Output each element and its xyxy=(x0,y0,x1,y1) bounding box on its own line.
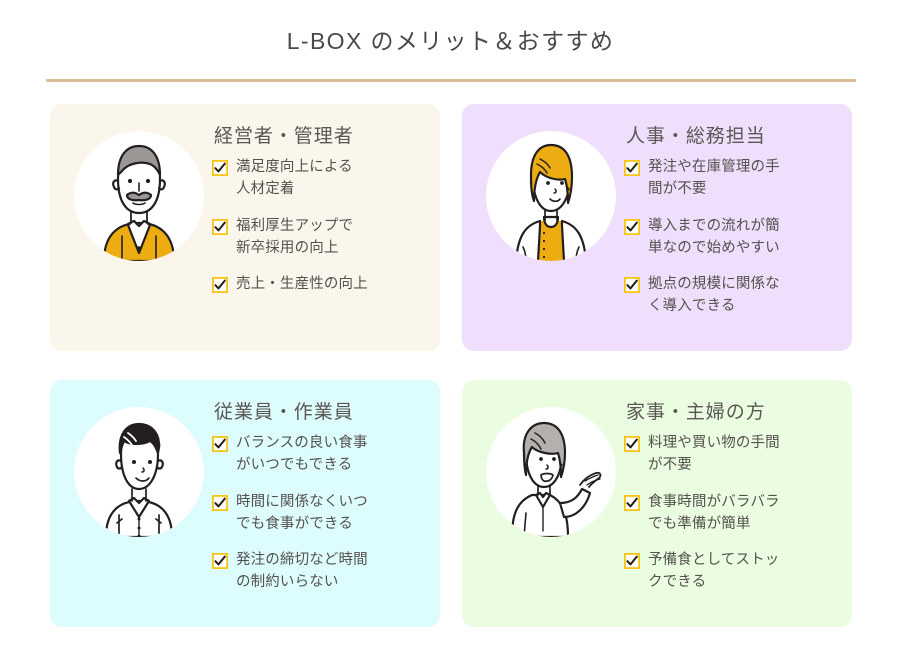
benefit-text: 福利厚生アップで 新卒採用の向上 xyxy=(236,217,354,256)
check-box-icon xyxy=(212,494,228,511)
benefit-list-item: 時間に関係なくいつ でも食事ができる xyxy=(212,492,426,536)
benefit-list-item: 満足度向上による 人材定着 xyxy=(212,157,426,201)
benefit-list: 満足度向上による 人材定着 福利厚生アップで 新卒採用の向上 xyxy=(212,157,426,296)
card-heading: 経営者・管理者 xyxy=(214,125,354,147)
benefit-list-item: 発注の締切など時間 の制約いらない xyxy=(212,550,426,594)
check-box-icon xyxy=(212,218,228,235)
benefit-list-item: 料理や買い物の手間 が不要 xyxy=(624,433,838,477)
card-heading: 従業員・作業員 xyxy=(214,401,354,423)
benefit-list-item: 導入までの流れが簡 単なので始めやすい xyxy=(624,216,838,260)
check-box-icon xyxy=(212,553,228,570)
avatar-young-man xyxy=(74,406,204,537)
page-title: L-BOX のメリット＆おすすめ xyxy=(286,28,615,54)
benefit-card-homemaker: 家事・主婦の方 料理や買い物の手間 が不要 xyxy=(462,379,852,627)
check-box-icon xyxy=(624,436,640,453)
benefit-text: 時間に関係なくいつ でも食事ができる xyxy=(236,493,368,532)
benefit-list-item: バランスの良い食事 がいつでもできる xyxy=(212,433,426,477)
page-header: L-BOX のメリット＆おすすめ xyxy=(0,0,901,82)
avatar-older-businessman xyxy=(74,130,204,261)
benefit-card-owner-manager: 経営者・管理者 満足度向上による 人材定着 xyxy=(50,103,440,351)
benefit-list-item: 予備食としてストッ クできる xyxy=(624,550,838,594)
benefit-text: 満足度向上による 人材定着 xyxy=(236,159,353,198)
benefit-list: 料理や買い物の手間 が不要 食事時間がバラバラ でも準備が簡単 xyxy=(624,433,838,594)
check-box-icon xyxy=(624,277,640,294)
check-box-icon xyxy=(624,553,640,570)
benefit-text: 食事時間がバラバラ でも準備が簡単 xyxy=(648,493,780,532)
card-heading: 人事・総務担当 xyxy=(626,125,766,147)
card-body: 経営者・管理者 満足度向上による 人材定着 xyxy=(212,116,430,297)
card-body: 従業員・作業員 バランスの良い食事 がいつでもできる xyxy=(212,392,430,594)
avatar-hr-woman xyxy=(486,130,616,261)
avatar-older-woman xyxy=(486,406,616,537)
benefit-text: 料理や買い物の手間 が不要 xyxy=(648,435,780,474)
benefit-card-employee-worker: 従業員・作業員 バランスの良い食事 がいつでもできる xyxy=(50,379,440,627)
card-heading: 家事・主婦の方 xyxy=(626,401,766,423)
title-divider xyxy=(45,78,856,82)
card-body: 家事・主婦の方 料理や買い物の手間 が不要 xyxy=(624,392,842,594)
card-body: 人事・総務担当 発注や在庫管理の手 間が不要 xyxy=(624,116,842,318)
check-box-icon xyxy=(624,494,640,511)
check-box-icon xyxy=(212,436,228,453)
benefit-text: 発注や在庫管理の手 間が不要 xyxy=(648,159,780,198)
benefit-card-grid: 経営者・管理者 満足度向上による 人材定着 xyxy=(0,103,901,627)
check-box-icon xyxy=(624,218,640,235)
benefit-text: 売上・生産性の向上 xyxy=(236,276,368,293)
benefit-text: 予備食としてストッ クできる xyxy=(648,552,780,591)
benefit-text: 導入までの流れが簡 単なので始めやすい xyxy=(648,217,780,256)
check-box-icon xyxy=(624,160,640,177)
benefit-text: 拠点の規模に関係な く導入できる xyxy=(648,276,780,315)
check-box-icon xyxy=(212,160,228,177)
benefit-text: バランスの良い食事 がいつでもできる xyxy=(236,435,368,474)
benefit-list: 発注や在庫管理の手 間が不要 導入までの流れが簡 単なので始めやすい xyxy=(624,157,838,318)
check-box-icon xyxy=(212,277,228,294)
benefit-list-item: 福利厚生アップで 新卒採用の向上 xyxy=(212,216,426,260)
benefit-card-hr-admin: 人事・総務担当 発注や在庫管理の手 間が不要 xyxy=(462,103,852,351)
benefit-list: バランスの良い食事 がいつでもできる 時間に関係なくいつ でも食事ができる xyxy=(212,433,426,594)
benefit-list-item: 食事時間がバラバラ でも準備が簡単 xyxy=(624,492,838,536)
benefit-list-item: 売上・生産性の向上 xyxy=(212,274,426,296)
benefit-text: 発注の締切など時間 の制約いらない xyxy=(236,552,368,591)
benefit-list-item: 発注や在庫管理の手 間が不要 xyxy=(624,157,838,201)
benefit-list-item: 拠点の規模に関係な く導入できる xyxy=(624,274,838,318)
